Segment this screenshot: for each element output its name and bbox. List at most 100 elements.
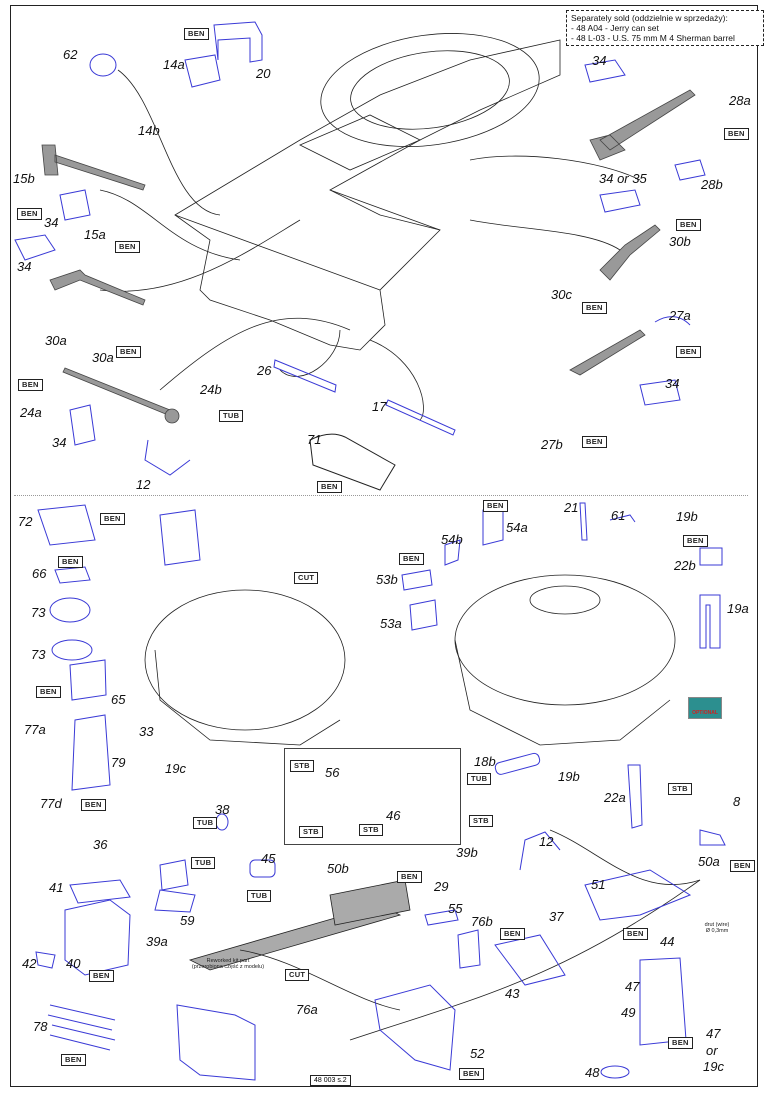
ben-tag: BEN xyxy=(36,686,61,698)
part-label: 22a xyxy=(604,790,626,805)
part-label: 26 xyxy=(257,363,272,378)
part-label: 19c xyxy=(165,761,186,776)
part-label: 37 xyxy=(549,909,564,924)
part-59-icon xyxy=(154,859,196,913)
part-label: 45 xyxy=(261,851,276,866)
part-76b-icon xyxy=(457,929,481,969)
part-53b-icon xyxy=(401,569,433,591)
tank-hull-outline xyxy=(174,39,561,351)
part-label: 15b xyxy=(13,171,35,186)
cut-tag: CUT xyxy=(285,969,310,981)
axe xyxy=(589,89,696,161)
part-48-icon xyxy=(600,1065,630,1079)
part-label: 46 xyxy=(386,808,401,823)
ben-tag: BEN xyxy=(459,1068,484,1080)
part-18b-icon xyxy=(494,752,541,775)
ben-tag: BEN xyxy=(81,799,106,811)
ben-tag: BEN xyxy=(724,128,749,140)
part-27a-icon xyxy=(654,316,691,326)
part-label: 27a xyxy=(669,308,691,323)
part-14a-icon xyxy=(184,54,221,88)
part-label: 77d xyxy=(40,796,62,811)
part-22b-icon xyxy=(699,547,723,566)
part-label: 8 xyxy=(733,794,741,809)
ben-tag: BEN xyxy=(730,860,755,872)
part-label: or xyxy=(706,1043,718,1058)
part-label: 54a xyxy=(506,520,528,535)
tub-tag: TUB xyxy=(467,773,492,785)
part-label: 44 xyxy=(660,934,675,949)
part-label: 55 xyxy=(448,901,463,916)
part-label: 18b xyxy=(474,754,496,769)
part-label: 21 xyxy=(564,500,579,515)
tank-rear-deck xyxy=(174,189,441,291)
part-label: 22b xyxy=(674,558,696,573)
part-label: 76b xyxy=(471,914,493,929)
part-label: 30a xyxy=(92,350,114,365)
part-label: 40 xyxy=(66,956,81,971)
part-label: 77a xyxy=(24,722,46,737)
part-label: 27b xyxy=(541,437,563,452)
ben-tag: BEN xyxy=(100,513,125,525)
note-line: drut (wire) xyxy=(704,922,730,928)
part-label: 73 xyxy=(31,647,46,662)
part-73-icon xyxy=(51,639,93,661)
note-line: - 48 L-03 - U.S. 75 mm M 4 Sherman barre… xyxy=(571,33,735,43)
tub-tag: TUB xyxy=(247,890,272,902)
ben-tag: BEN xyxy=(115,241,140,253)
stb-tag: STB xyxy=(290,760,314,772)
part-71-icon xyxy=(309,433,396,491)
part-55-icon xyxy=(424,909,459,926)
cut-tag: CUT xyxy=(294,572,319,584)
part-label: 56 xyxy=(325,765,340,780)
tub-tag: TUB xyxy=(191,857,216,869)
note-line: Reworked kit part xyxy=(206,958,250,964)
ben-tag: BEN xyxy=(184,28,209,40)
part-label: 34 xyxy=(592,53,607,68)
turret-left xyxy=(144,589,346,731)
ben-tag: BEN xyxy=(676,219,701,231)
ben-tag: BEN xyxy=(317,481,342,493)
part-label: 66 xyxy=(32,566,47,581)
part-65-icon xyxy=(69,659,107,701)
part-label: 42 xyxy=(22,956,37,971)
optional-badge-text: OPTIONAL xyxy=(692,710,718,716)
part-label: 34 xyxy=(44,215,59,230)
ben-tag: BEN xyxy=(582,436,607,448)
part-19a-icon xyxy=(699,594,721,649)
ben-tag: BEN xyxy=(399,553,424,565)
ben-tag: BEN xyxy=(683,535,708,547)
part-79-icon xyxy=(71,714,111,791)
part-label: 28a xyxy=(729,93,751,108)
part-34-icon xyxy=(14,234,56,261)
part-label: 34 xyxy=(17,259,32,274)
part-label: 59 xyxy=(180,913,195,928)
part-label: 29 xyxy=(434,879,449,894)
ben-tag: BEN xyxy=(582,302,607,314)
part-label: 14a xyxy=(163,57,185,72)
part-label: 76a xyxy=(296,1002,318,1017)
ben-tag: BEN xyxy=(17,208,42,220)
part-label: 43 xyxy=(505,986,520,1001)
stb-tag: STB xyxy=(668,783,692,795)
part-label: 50b xyxy=(327,861,349,876)
part-label: 48 xyxy=(585,1065,600,1080)
part-label: 34 xyxy=(52,435,67,450)
part-34-icon xyxy=(69,404,96,446)
pickaxe-head xyxy=(599,224,661,281)
separately-sold-note: Separately sold (oddzielnie w sprzedaży)… xyxy=(566,10,764,46)
tow-bar-eye xyxy=(164,408,180,424)
reworked-part-note: Reworked kit part (przerobiona część z m… xyxy=(183,958,273,970)
ben-tag: BEN xyxy=(668,1037,693,1049)
ben-tag: BEN xyxy=(500,928,525,940)
part-label: 62 xyxy=(63,47,78,62)
sheet-code: 48 003 s.2 xyxy=(310,1075,351,1086)
ben-tag: BEN xyxy=(116,346,141,358)
part-label: 34 xyxy=(665,376,680,391)
optional-badge: OPTIONAL xyxy=(688,697,722,719)
part-12b-icon xyxy=(519,831,561,871)
ben-tag: BEN xyxy=(58,556,83,568)
part-53a-icon xyxy=(409,599,438,631)
part-40-icon xyxy=(64,899,131,976)
shovel xyxy=(569,329,646,376)
